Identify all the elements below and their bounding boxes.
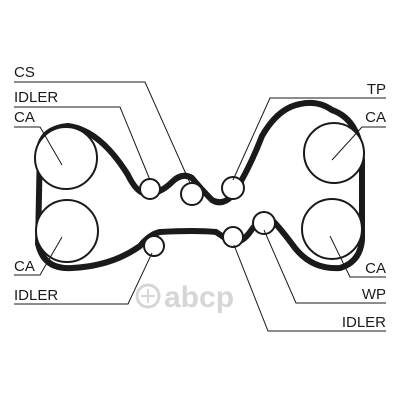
tensioner-pulley	[221, 176, 245, 200]
label-tp: TP	[367, 81, 386, 98]
camshaft-pulley-top-right	[303, 122, 365, 184]
water-pump-pulley	[252, 211, 276, 235]
leader-cs	[14, 81, 191, 184]
label-idler-bottom-left: IDLER	[14, 287, 58, 304]
leader-idler-bottom-left	[14, 252, 153, 305]
abcp-logo-icon	[135, 283, 161, 309]
abcp-watermark: abcp	[135, 281, 234, 314]
label-idler-top-left: IDLER	[14, 89, 58, 106]
crankshaft-pulley-bottom-left	[35, 199, 99, 263]
leader-ca-top-right	[331, 126, 386, 161]
camshaft-pulley-bottom-right	[301, 198, 363, 260]
label-ca-bottom-right: CA	[365, 260, 386, 277]
label-wp: WP	[362, 286, 386, 303]
label-cs: CS	[14, 64, 35, 81]
leader-idler-top-left	[14, 106, 151, 181]
leader-lines-right	[232, 97, 386, 332]
leader-ca-bottom-right	[329, 235, 386, 278]
crankshaft-pulley-top-left	[34, 126, 98, 190]
watermark-text: abcp	[164, 281, 234, 314]
label-idler-bottom-right: IDLER	[342, 314, 386, 331]
leader-tp	[232, 97, 386, 181]
leader-wp	[263, 229, 386, 304]
label-ca-top-right: CA	[365, 109, 386, 126]
leader-lines-left	[14, 81, 191, 305]
crankshaft-sprocket	[180, 182, 204, 206]
idler-pulley-bottom-right	[222, 226, 244, 248]
idler-pulley-top-left	[139, 178, 161, 200]
leader-ca-bottom-left	[14, 236, 63, 276]
leader-ca-top-left	[14, 126, 63, 166]
leader-idler-bottom-right	[233, 244, 386, 332]
label-ca-top-left: CA	[14, 109, 35, 126]
label-ca-bottom-left: CA	[14, 258, 35, 275]
idler-pulley-bottom-left	[143, 235, 165, 257]
